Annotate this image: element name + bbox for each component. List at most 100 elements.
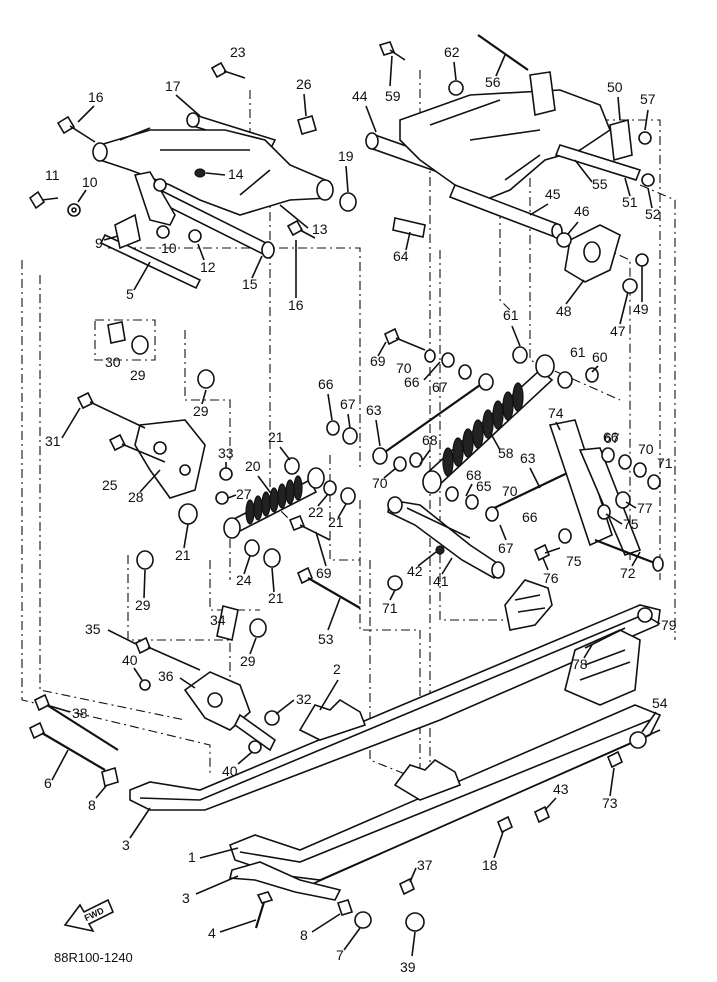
part-label-26: 26 bbox=[296, 76, 312, 92]
part-label-30: 30 bbox=[105, 354, 121, 370]
part-label-4: 4 bbox=[208, 925, 216, 941]
part-label-67d: 67 bbox=[498, 540, 514, 556]
part-label-37: 37 bbox=[417, 857, 433, 873]
part-label-8b: 8 bbox=[300, 927, 308, 943]
part-label-22: 22 bbox=[308, 504, 324, 520]
part-label-14: 14 bbox=[228, 166, 244, 182]
part-label-45: 45 bbox=[545, 186, 561, 202]
part-label-69: 69 bbox=[370, 353, 386, 369]
part-label-25: 25 bbox=[102, 477, 118, 493]
part-label-33: 33 bbox=[218, 445, 234, 461]
part-label-51: 51 bbox=[622, 194, 638, 210]
rear-link bbox=[533, 419, 664, 572]
part-label-32: 32 bbox=[296, 691, 312, 707]
part-label-79: 79 bbox=[661, 617, 677, 633]
part-label-67: 67 bbox=[340, 396, 356, 412]
small-hardware-front bbox=[28, 61, 357, 243]
part-label-77: 77 bbox=[637, 500, 653, 516]
part-label-69b: 69 bbox=[316, 565, 332, 581]
part-label-70d: 70 bbox=[638, 441, 654, 457]
part-label-52: 52 bbox=[645, 206, 661, 222]
rear-shock-absorber bbox=[326, 327, 606, 522]
part-callouts: 1 2 3 3 4 5 6 7 8 8 9 10 10 11 12 13 14 … bbox=[44, 44, 677, 975]
part-label-54: 54 bbox=[652, 695, 668, 711]
part-label-15: 15 bbox=[242, 276, 258, 292]
part-label-8: 8 bbox=[88, 797, 96, 813]
front-pivot-arm bbox=[92, 112, 334, 290]
part-label-16: 16 bbox=[88, 89, 104, 105]
part-label-16b: 16 bbox=[288, 297, 304, 313]
part-label-76: 76 bbox=[543, 570, 559, 586]
part-label-29b: 29 bbox=[193, 403, 209, 419]
part-label-48: 48 bbox=[556, 303, 572, 319]
part-label-29d: 29 bbox=[240, 653, 256, 669]
part-label-61b: 61 bbox=[570, 344, 586, 360]
part-label-73: 73 bbox=[602, 795, 618, 811]
part-label-39: 39 bbox=[400, 959, 416, 975]
part-label-67b: 67 bbox=[432, 379, 448, 395]
part-label-24: 24 bbox=[236, 572, 252, 588]
part-label-42: 42 bbox=[407, 563, 423, 579]
part-label-78: 78 bbox=[572, 656, 588, 672]
part-label-21b: 21 bbox=[328, 514, 344, 530]
part-label-49: 49 bbox=[633, 301, 649, 317]
part-label-35: 35 bbox=[85, 621, 101, 637]
part-label-66d: 66 bbox=[522, 509, 538, 525]
part-label-10: 10 bbox=[82, 174, 98, 190]
diagram-code: 88R100-1240 bbox=[54, 950, 133, 965]
part-label-5: 5 bbox=[126, 286, 134, 302]
part-label-71: 71 bbox=[382, 600, 398, 616]
part-label-28: 28 bbox=[128, 489, 144, 505]
part-label-18: 18 bbox=[482, 857, 498, 873]
part-label-9: 9 bbox=[95, 235, 103, 251]
part-label-3b: 3 bbox=[182, 890, 190, 906]
slide-rail-upper bbox=[129, 579, 661, 811]
part-label-66b: 66 bbox=[404, 374, 420, 390]
part-label-21d: 21 bbox=[268, 590, 284, 606]
part-label-40b: 40 bbox=[222, 763, 238, 779]
part-label-60: 60 bbox=[592, 349, 608, 365]
small-hardware-rear bbox=[378, 34, 655, 294]
center-link bbox=[387, 496, 505, 591]
part-label-70c: 70 bbox=[502, 483, 518, 499]
part-label-64: 64 bbox=[393, 248, 409, 264]
part-label-47: 47 bbox=[610, 323, 626, 339]
part-label-58: 58 bbox=[498, 445, 514, 461]
part-label-53: 53 bbox=[318, 631, 334, 647]
wear-strip bbox=[228, 861, 342, 901]
part-label-63: 63 bbox=[366, 402, 382, 418]
part-label-66c: 66 bbox=[603, 429, 619, 445]
part-label-65: 65 bbox=[476, 478, 492, 494]
part-label-67c: 67 bbox=[604, 430, 620, 446]
part-label-2: 2 bbox=[333, 661, 341, 677]
fwd-arrow-icon: FWD bbox=[63, 898, 115, 933]
part-label-75: 75 bbox=[623, 516, 639, 532]
part-label-36: 36 bbox=[158, 668, 174, 684]
part-label-43: 43 bbox=[553, 781, 569, 797]
part-label-10b: 10 bbox=[161, 240, 177, 256]
part-label-29c: 29 bbox=[135, 597, 151, 613]
part-label-50: 50 bbox=[607, 79, 623, 95]
part-label-63b: 63 bbox=[520, 450, 536, 466]
part-label-23: 23 bbox=[230, 44, 246, 60]
part-label-71b: 71 bbox=[657, 455, 673, 471]
part-label-3: 3 bbox=[122, 837, 130, 853]
part-label-57: 57 bbox=[640, 91, 656, 107]
part-label-12: 12 bbox=[200, 259, 216, 275]
part-label-29: 29 bbox=[130, 367, 146, 383]
part-label-68b: 68 bbox=[466, 467, 482, 483]
part-label-44: 44 bbox=[352, 88, 368, 104]
part-label-31: 31 bbox=[45, 433, 61, 449]
part-label-66: 66 bbox=[318, 376, 334, 392]
part-label-34: 34 bbox=[210, 612, 226, 628]
part-label-74: 74 bbox=[548, 405, 564, 421]
part-label-13: 13 bbox=[312, 221, 328, 237]
part-label-62: 62 bbox=[444, 44, 460, 60]
part-label-61: 61 bbox=[503, 307, 519, 323]
part-label-68: 68 bbox=[422, 432, 438, 448]
part-label-70b: 70 bbox=[372, 475, 388, 491]
part-label-70: 70 bbox=[396, 360, 412, 376]
part-label-17: 17 bbox=[165, 78, 181, 94]
part-label-59: 59 bbox=[385, 88, 401, 104]
part-label-27: 27 bbox=[236, 486, 252, 502]
